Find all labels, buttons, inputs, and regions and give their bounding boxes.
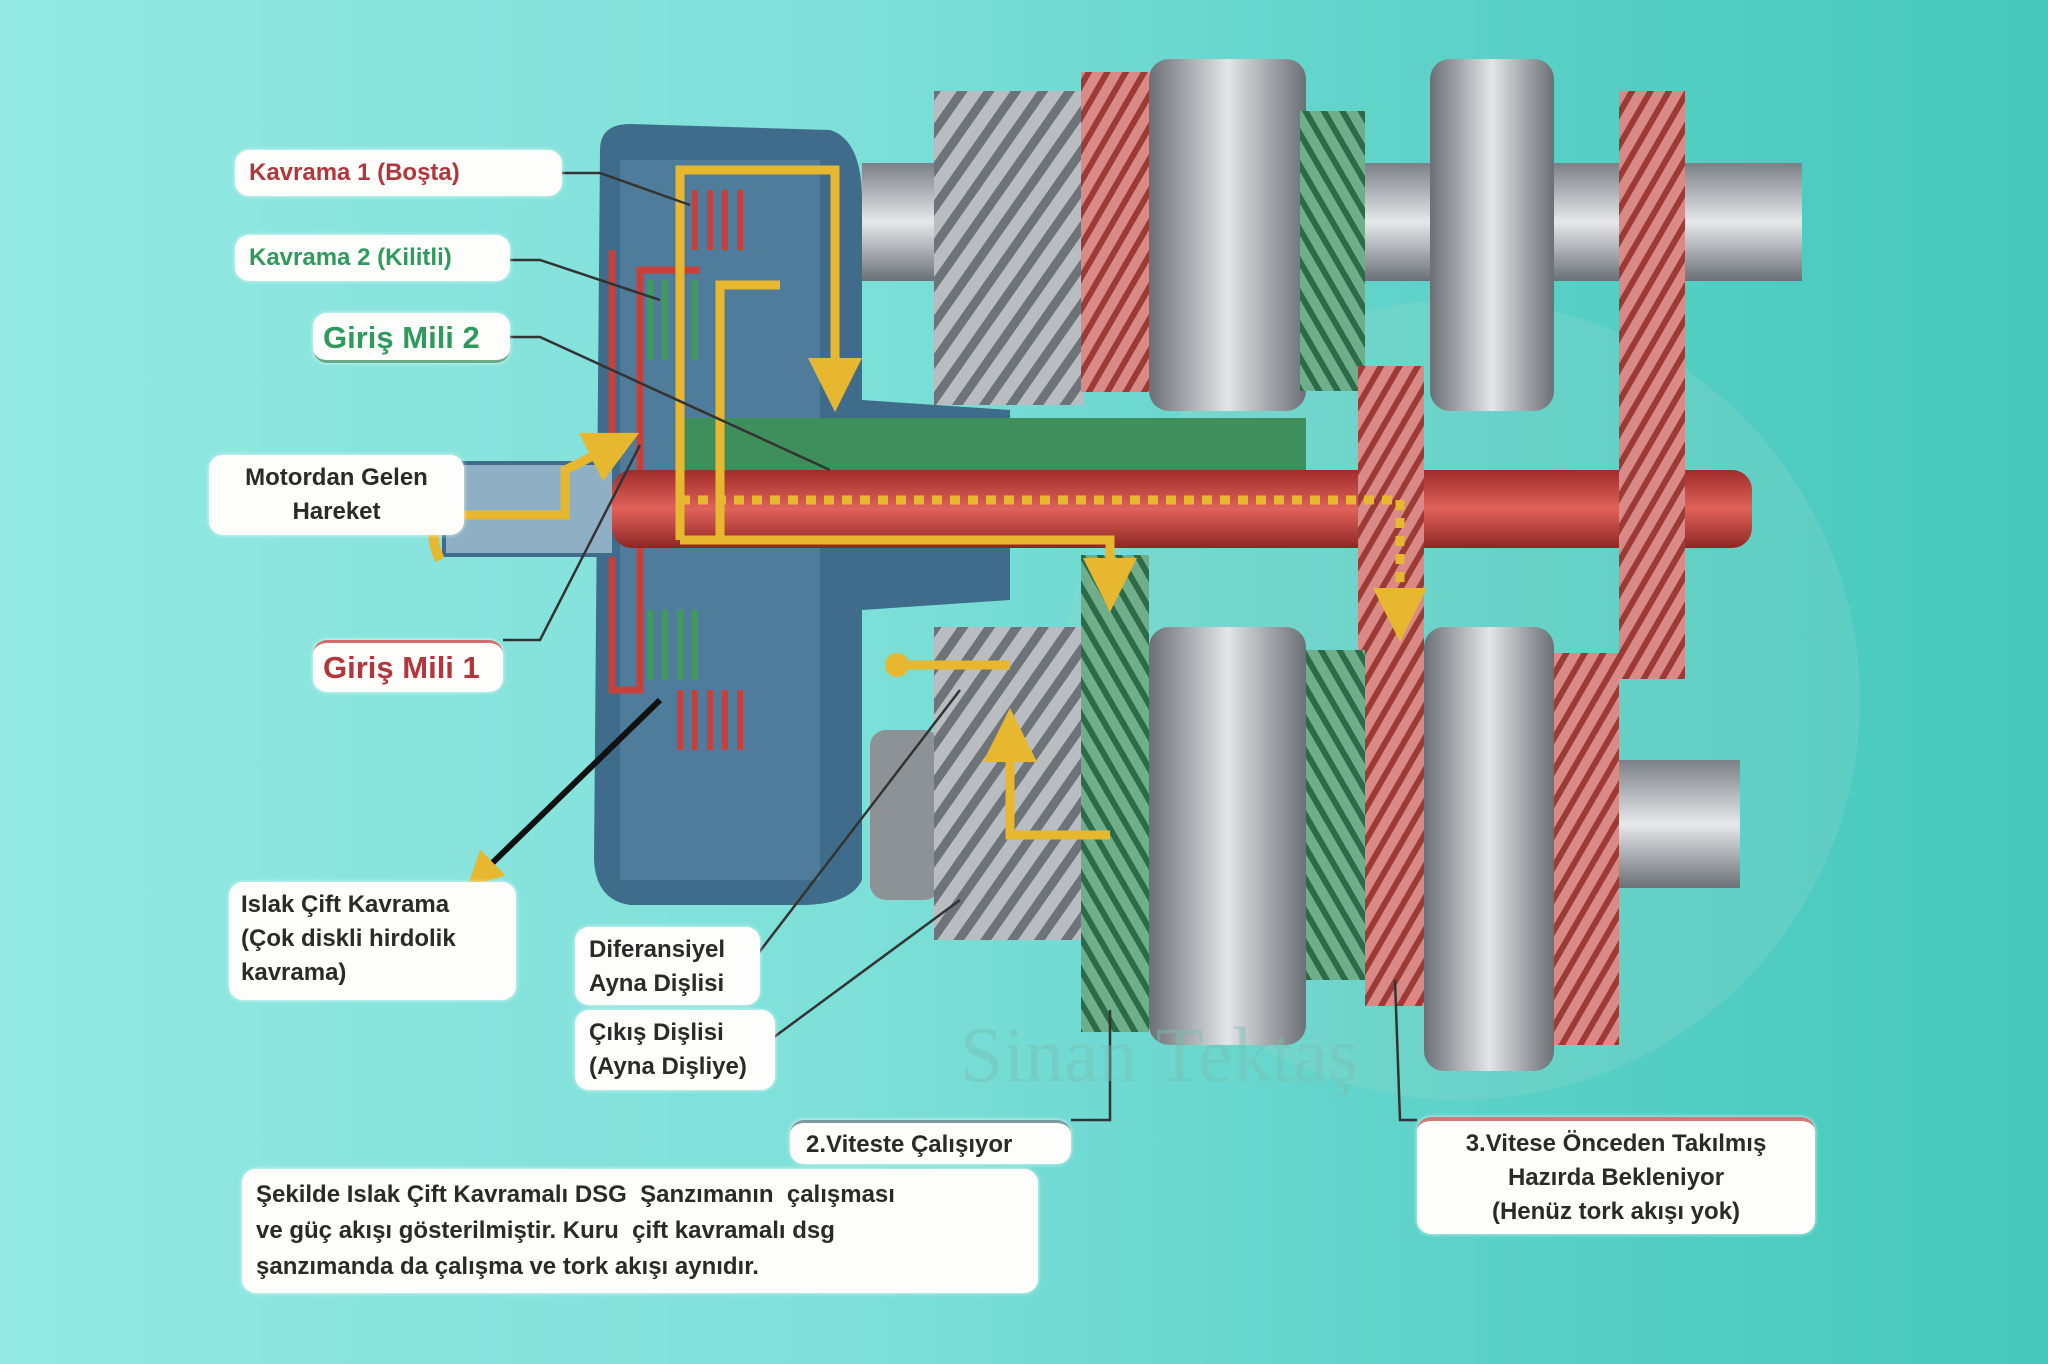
second-gear [1081,555,1149,1032]
lower-gear-green [1306,650,1366,980]
upper-gear-green [1300,111,1365,391]
label-engine-input-line2: Hareket [292,498,381,525]
label-wet-clutch-line3: kavrama) [241,959,347,986]
leader-lines [503,171,1417,1122]
shaft1-gear-right [1619,353,1685,679]
output-pinion-hub [870,730,940,900]
label-clutch1: Kavrama 1 (Boşta) [235,150,562,196]
upper-synchro-2 [1430,59,1554,411]
upper-gear-red [1081,72,1149,392]
power-flow-arrows [444,165,1427,840]
label-gear2-active: 2.Viteste Çalışıyor [790,1120,1071,1164]
label-engine-input: Motordan Gelen Hareket [209,455,464,535]
upper-gear-red-right [1619,91,1685,391]
lower-gear-red-right [1554,653,1619,1045]
engine-input-shaft [442,461,616,557]
lower-synchro-2 [1424,627,1554,1071]
label-gear3-line2: Hazırda Bekleniyor [1507,1164,1725,1191]
label-gear3-preselected: 3.Vitese Önceden Takılmış Hazırda Beklen… [1417,1117,1815,1234]
caption: Şekilde Islak Çift Kavramalı DSG Şanzıma… [242,1169,1038,1293]
upper-gear-grey [934,91,1084,405]
label-output-gear: Çıkış Dişlisi (Ayna Dişliye) [575,1010,775,1090]
label-diff-gear: Diferansiyel Ayna Dişlisi [575,927,760,1005]
lower-synchro-1 [1149,627,1306,1045]
label-wet-clutch-line1: Islak Çift Kavrama [241,891,450,918]
diff-flow-marker [885,653,909,677]
upper-synchro-1 [1149,59,1306,411]
label-input-shaft-1: Giriş Mili 1 [313,640,503,692]
caption-line3: şanzımanda da çalışma ve tork akışı aynı… [256,1253,759,1280]
watermark: Sinan Tektaş [960,1011,1359,1098]
label-diff-gear-line2: Ayna Dişlisi [589,970,725,997]
label-gear3-line3: (Henüz tork akışı yok) [1491,1198,1741,1225]
caption-line1: Şekilde Islak Çift Kavramalı DSG Şanzıma… [256,1181,895,1208]
caption-line2: ve güç akışı gösterilmiştir. Kuru çift k… [256,1217,835,1244]
input-shaft-1 [612,470,1752,548]
label-output-gear-line1: Çıkış Dişlisi [589,1019,724,1046]
third-gear [1365,614,1424,1006]
label-output-gear-line2: (Ayna Dişliye) [589,1053,747,1080]
wet-clutch-pointer-arrow [467,697,663,888]
label-wet-clutch-line2: (Çok diskli hirdolik [241,925,456,952]
label-input-shaft-2: Giriş Mili 2 [313,313,510,363]
label-wet-clutch: Islak Çift Kavrama (Çok diskli hirdolik … [229,882,516,1000]
label-diff-gear-line1: Diferansiyel [589,936,726,963]
label-engine-input-line1: Motordan Gelen [245,464,428,491]
label-clutch2: Kavrama 2 (Kilitli) [235,235,510,281]
label-gear3-line1: 3.Vitese Önceden Takılmış [1465,1130,1767,1157]
